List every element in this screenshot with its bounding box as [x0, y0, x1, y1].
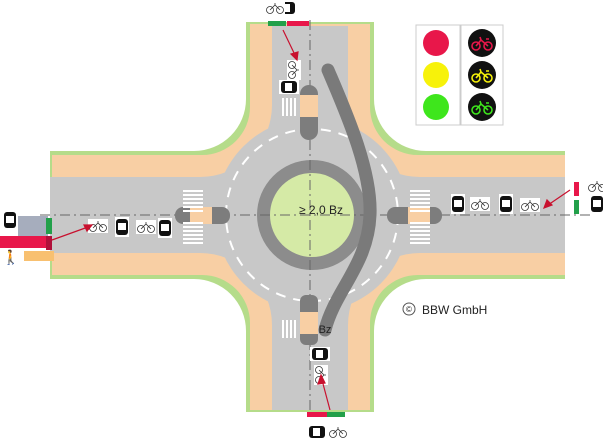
crosswalk-stripe — [410, 238, 430, 240]
central-island — [270, 173, 354, 257]
crosswalk-stripe — [183, 230, 203, 232]
crosswalk-stripe — [183, 190, 203, 192]
signal-legend — [415, 24, 504, 126]
crosswalk-stripe — [410, 202, 430, 204]
bicycle-icon — [328, 425, 348, 439]
red-light-icon — [423, 30, 449, 56]
car-icon — [310, 347, 330, 361]
bicycle-bypass-lane — [318, 63, 377, 337]
crosswalk-stripe — [410, 194, 430, 196]
crosswalk-stripe — [294, 98, 296, 116]
crosswalk-stripe — [183, 206, 203, 208]
crosswalk-stripe — [290, 320, 292, 338]
crosswalk-stripe — [410, 230, 430, 232]
bicycle-icon — [287, 60, 301, 80]
svg-text:©: © — [406, 305, 412, 314]
yellow-light-icon — [423, 62, 449, 88]
crosswalk-stripe — [410, 222, 430, 224]
car-icon — [307, 425, 327, 439]
car-icon — [451, 194, 465, 214]
pedestrian-icon: 🚶 — [2, 249, 19, 266]
crosswalk-stripe — [183, 194, 203, 196]
crosswalk-stripe — [282, 98, 284, 116]
crosswalk-stripe — [410, 198, 430, 200]
central-island-width-label: ≥ 2,0 Bz — [299, 203, 343, 217]
car-icon — [3, 210, 17, 230]
splitter-island-west — [175, 207, 230, 224]
crosswalk-stripe — [410, 226, 430, 228]
car-icon — [115, 217, 129, 237]
bicycle-icon — [470, 197, 490, 211]
crosswalk-stripe — [183, 226, 203, 228]
copyright-text: BBW GmbH — [422, 303, 487, 317]
crosswalk-stripe — [410, 210, 430, 212]
copyright-icon — [402, 302, 416, 316]
crosswalk-stripe — [183, 202, 203, 204]
green-bicycle-light-icon — [468, 93, 496, 121]
crosswalk-stripe — [183, 242, 203, 244]
bicycle-icon — [265, 1, 285, 15]
signal-bars — [0, 21, 579, 417]
bicycle-icon — [587, 179, 603, 193]
car-icon — [279, 80, 299, 94]
crosswalk-stripe — [183, 234, 203, 236]
car-icon — [590, 194, 603, 214]
car-icon — [158, 218, 172, 238]
crosswalk-stripe — [183, 198, 203, 200]
crosswalk-stripe — [410, 242, 430, 244]
bypass-width-label: Bz — [319, 324, 332, 336]
conflict-arrows — [51, 29, 571, 411]
crosswalk-stripe — [183, 238, 203, 240]
crosswalk-stripe — [183, 210, 203, 212]
crosswalk-stripe — [286, 320, 288, 338]
splitter-island-east — [387, 207, 442, 224]
yellow-bicycle-light-icon — [468, 61, 496, 89]
crosswalk-stripe — [294, 320, 296, 338]
crosswalk-stripe — [410, 190, 430, 192]
red-bicycle-light-icon — [468, 29, 496, 57]
crosswalk-stripe — [410, 206, 430, 208]
car-icon — [499, 194, 513, 214]
crosswalk-stripe — [290, 98, 292, 116]
crosswalks — [183, 98, 430, 338]
splitter-island-north — [300, 85, 318, 140]
copyright-notice: © BBW GmbH — [402, 302, 487, 317]
splitter-island-south — [300, 295, 318, 345]
crosswalk-stripe — [282, 320, 284, 338]
crosswalk-stripe — [410, 234, 430, 236]
bicycle-icon — [520, 198, 540, 212]
crosswalk-stripe — [286, 98, 288, 116]
crosswalk-stripe — [183, 222, 203, 224]
green-light-icon — [423, 94, 449, 120]
bicycle-icon — [136, 220, 156, 234]
